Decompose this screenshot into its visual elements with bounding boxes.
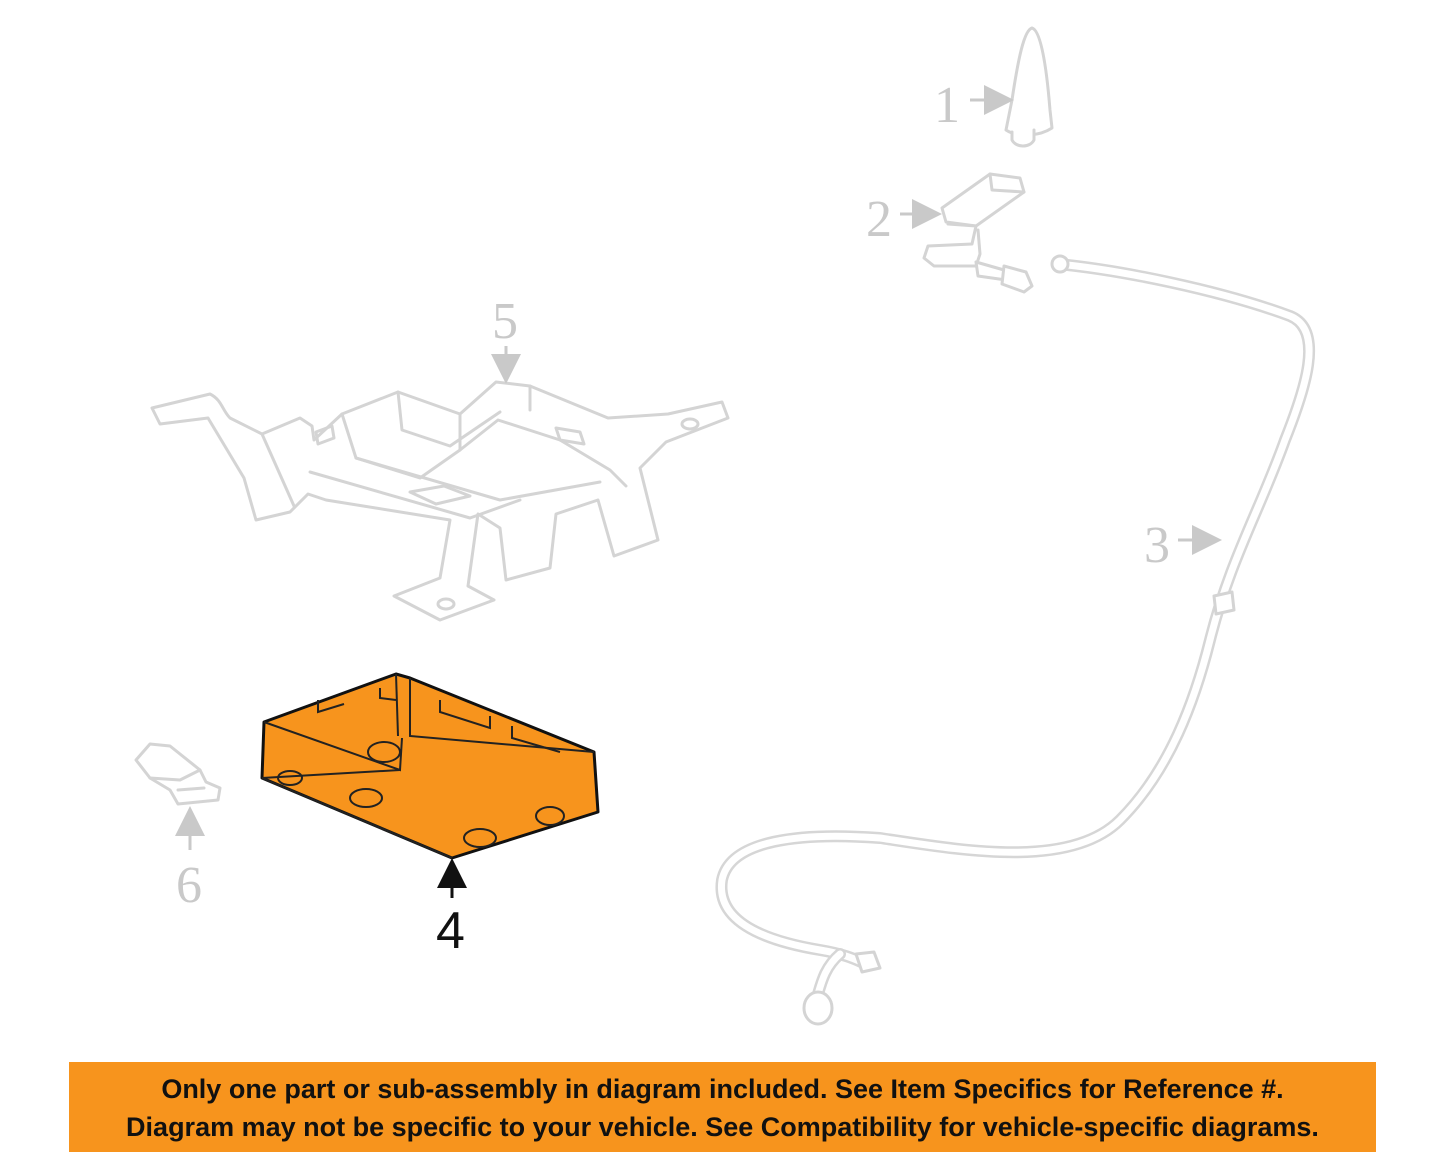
antenna-mast-part xyxy=(1004,26,1054,148)
bracket-part xyxy=(150,380,730,622)
callout-6: 6 xyxy=(176,857,202,914)
module-part-highlighted xyxy=(260,672,600,860)
callout-1: 1 xyxy=(934,77,960,134)
callout-4: 4 xyxy=(436,902,465,960)
disclaimer-banner: Only one part or sub-assembly in diagram… xyxy=(69,1062,1376,1152)
disclaimer-line-2: Diagram may not be specific to your vehi… xyxy=(126,1112,1319,1142)
antenna-cable-part xyxy=(715,254,1316,1026)
antenna-base-part xyxy=(922,172,1034,294)
clip-part xyxy=(134,742,222,806)
disclaimer-line-1: Only one part or sub-assembly in diagram… xyxy=(161,1074,1284,1104)
callout-5: 5 xyxy=(492,293,518,350)
callout-3: 3 xyxy=(1144,517,1170,574)
callout-2: 2 xyxy=(866,191,892,248)
